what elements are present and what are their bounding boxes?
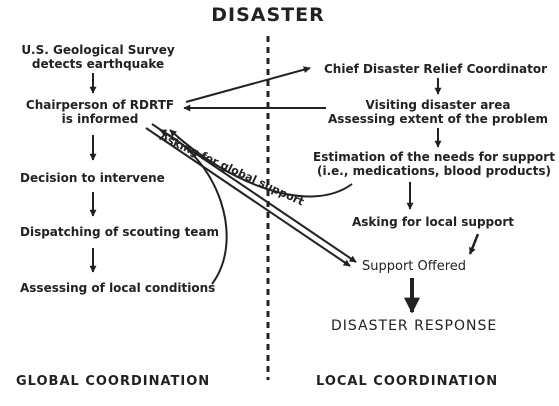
disaster-response-node: DISASTER RESPONSE — [331, 318, 498, 334]
dispatch-node: Dispatching of scouting team — [20, 225, 220, 239]
ask-local-node: Asking for local support — [352, 215, 515, 229]
global-coordination-label: GLOBAL COORDINATION — [16, 374, 211, 389]
chair-line2: is informed — [61, 112, 139, 126]
arrow-chair-to-support-1 — [151, 123, 357, 263]
arrow-ask-local-to-support — [468, 233, 480, 255]
coordinator-node: Chief Disaster Relief Coordinator — [324, 62, 548, 76]
usgs-node: U.S. Geological Survey detects earthquak… — [21, 43, 174, 71]
arrow-chair-to-support-2 — [145, 127, 351, 267]
visit-line1: Visiting disaster area — [365, 98, 511, 112]
local-coordination-label: LOCAL COORDINATION — [316, 374, 499, 389]
diagram-title: DISASTER — [211, 4, 325, 26]
visit-node: Visiting disaster area Assessing extent … — [328, 98, 548, 126]
assess-local-node: Assessing of local conditions — [20, 281, 216, 295]
needs-node: Estimation of the needs for support (i.e… — [313, 150, 555, 178]
arrow-needs-to-chair — [169, 129, 353, 198]
usgs-line2: detects earthquake — [31, 57, 165, 71]
usgs-line1: U.S. Geological Survey — [21, 43, 175, 57]
needs-line1: Estimation of the needs for support — [313, 150, 555, 164]
needs-line2: (i.e., medications, blood products) — [317, 164, 551, 178]
chairperson-node: Chairperson of RDRTF is informed — [26, 98, 174, 126]
support-offered-node: Support Offered — [362, 259, 467, 274]
chair-line1: Chairperson of RDRTF — [25, 98, 175, 112]
decision-node: Decision to intervene — [20, 171, 165, 185]
visit-line2: Assessing extent of the problem — [328, 112, 548, 126]
arrow-chair-to-coordinator — [185, 66, 311, 103]
